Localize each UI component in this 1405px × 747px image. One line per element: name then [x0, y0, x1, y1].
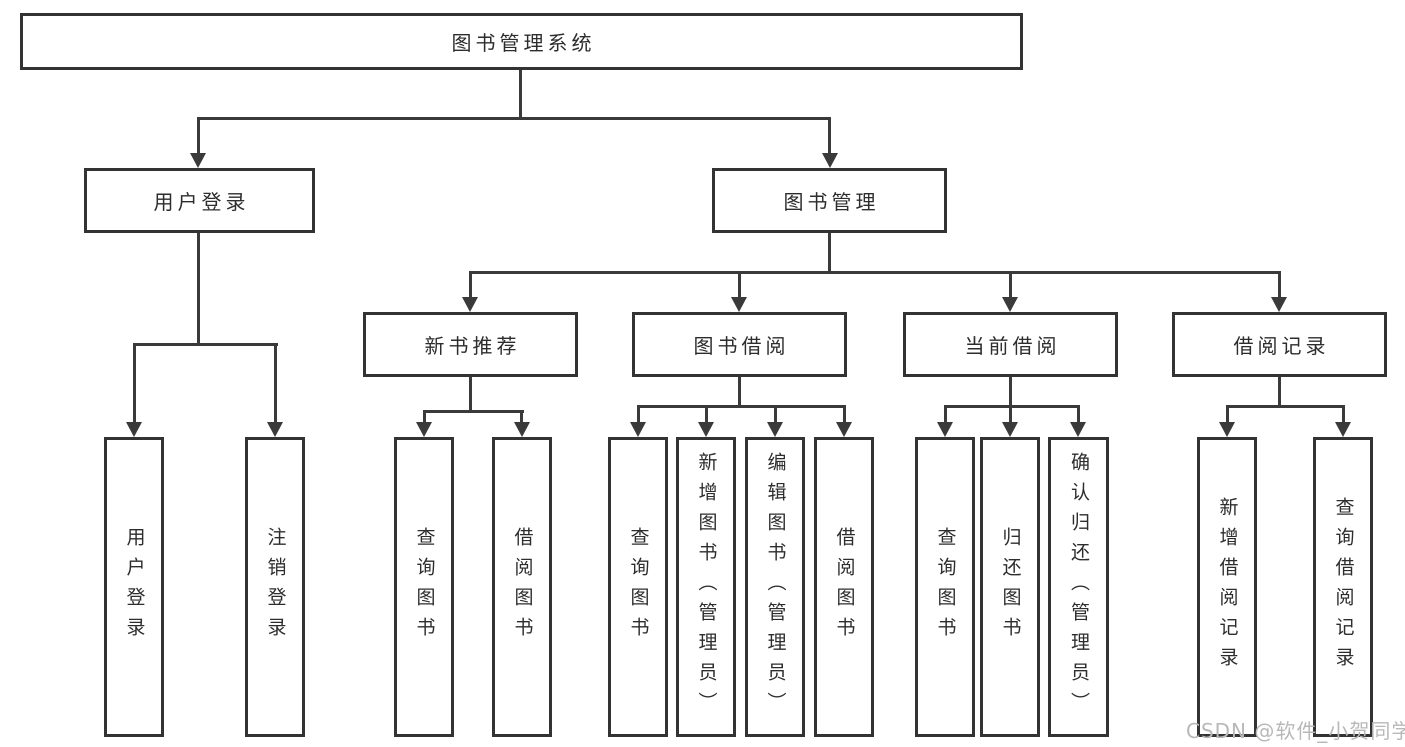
leaf-nbr-query-books: 查询图书: [394, 437, 454, 737]
node-current-borrowing: 当前借阅: [903, 312, 1118, 377]
edge-user-login-down: [197, 233, 200, 345]
leaf-bb-query-books: 查询图书: [608, 437, 668, 737]
leaf-user-login: 用户登录: [104, 437, 164, 737]
edge-to-borrowing-records: [1278, 271, 1281, 299]
edge-root-down: [519, 70, 522, 118]
leaf-cb-confirm-return-admin: 确认归还（管理员）: [1048, 437, 1109, 737]
edge-stub: [1342, 405, 1345, 424]
node-user-login: 用户登录: [84, 168, 315, 233]
edge-stub: [843, 405, 846, 424]
arrow-down-icon: [1002, 422, 1018, 437]
arrow-down-icon: [1002, 297, 1018, 312]
arrow-down-icon: [698, 422, 714, 437]
node-book-borrowing: 图书借阅: [632, 312, 847, 377]
arrow-down-icon: [514, 422, 530, 437]
edge-stub: [774, 405, 777, 424]
arrow-down-icon: [822, 153, 838, 168]
edge-root-bus: [197, 117, 831, 120]
arrow-down-icon: [190, 153, 206, 168]
edge-stub: [705, 405, 708, 424]
arrow-down-icon: [767, 422, 783, 437]
edge-stub: [944, 405, 947, 424]
arrow-down-icon: [630, 422, 646, 437]
arrow-down-icon: [937, 422, 953, 437]
edge-stub: [520, 410, 523, 424]
leaf-br-add-borrow-record: 新增借阅记录: [1197, 437, 1257, 737]
edge-borrowing-records-down: [1278, 377, 1281, 407]
edge-book-borrowing-bus: [637, 405, 846, 408]
arrow-down-icon: [1271, 297, 1287, 312]
arrow-down-icon: [416, 422, 432, 437]
watermark: CSDN @软件_小贺同学: [1186, 719, 1405, 743]
arrow-down-icon: [126, 422, 142, 437]
edge-new-book-bus: [423, 410, 524, 413]
edge-stub: [1077, 405, 1080, 424]
edge-stub: [1009, 405, 1012, 424]
edge-to-leaf-logout: [274, 343, 277, 423]
edge-stub: [1226, 405, 1229, 424]
leaf-bb-add-books-admin: 新增图书（管理员）: [676, 437, 736, 737]
leaf-cb-return-books: 归还图书: [980, 437, 1040, 737]
node-library-system: 图书管理系统: [20, 13, 1023, 70]
edge-stub: [423, 410, 426, 424]
arrow-down-icon: [462, 297, 478, 312]
arrow-down-icon: [1070, 422, 1086, 437]
leaf-cb-query-books: 查询图书: [915, 437, 975, 737]
edge-current-borrowing-bus: [944, 405, 1080, 408]
leaf-bb-borrow-books: 借阅图书: [814, 437, 874, 737]
edge-book-mgmt-down: [828, 233, 831, 274]
edge-to-book-borrowing: [738, 271, 741, 299]
edge-book-mgmt-bus: [469, 271, 1281, 274]
edge-user-login-bus: [133, 343, 278, 346]
leaf-logout: 注销登录: [245, 437, 305, 737]
edge-to-leaf-user-login: [133, 343, 136, 423]
node-new-book-recommendation: 新书推荐: [363, 312, 578, 377]
node-borrowing-records: 借阅记录: [1172, 312, 1387, 377]
edge-to-user-login: [197, 117, 200, 154]
edge-new-book-down: [469, 377, 472, 412]
edge-to-book-management: [828, 117, 831, 154]
leaf-br-query-borrow-record: 查询借阅记录: [1313, 437, 1373, 737]
arrow-down-icon: [267, 422, 283, 437]
leaf-bb-edit-books-admin: 编辑图书（管理员）: [745, 437, 805, 737]
edge-stub: [637, 405, 640, 424]
arrow-down-icon: [1335, 422, 1351, 437]
leaf-nbr-borrow-books: 借阅图书: [492, 437, 552, 737]
edge-borrowing-records-bus: [1226, 405, 1345, 408]
arrow-down-icon: [731, 297, 747, 312]
arrow-down-icon: [1219, 422, 1235, 437]
edge-to-current-borrowing: [1009, 271, 1012, 299]
arrow-down-icon: [836, 422, 852, 437]
node-book-management: 图书管理: [712, 168, 947, 233]
edge-book-borrowing-down: [738, 377, 741, 407]
edge-current-borrowing-down: [1009, 377, 1012, 407]
edge-to-new-book: [469, 271, 472, 299]
